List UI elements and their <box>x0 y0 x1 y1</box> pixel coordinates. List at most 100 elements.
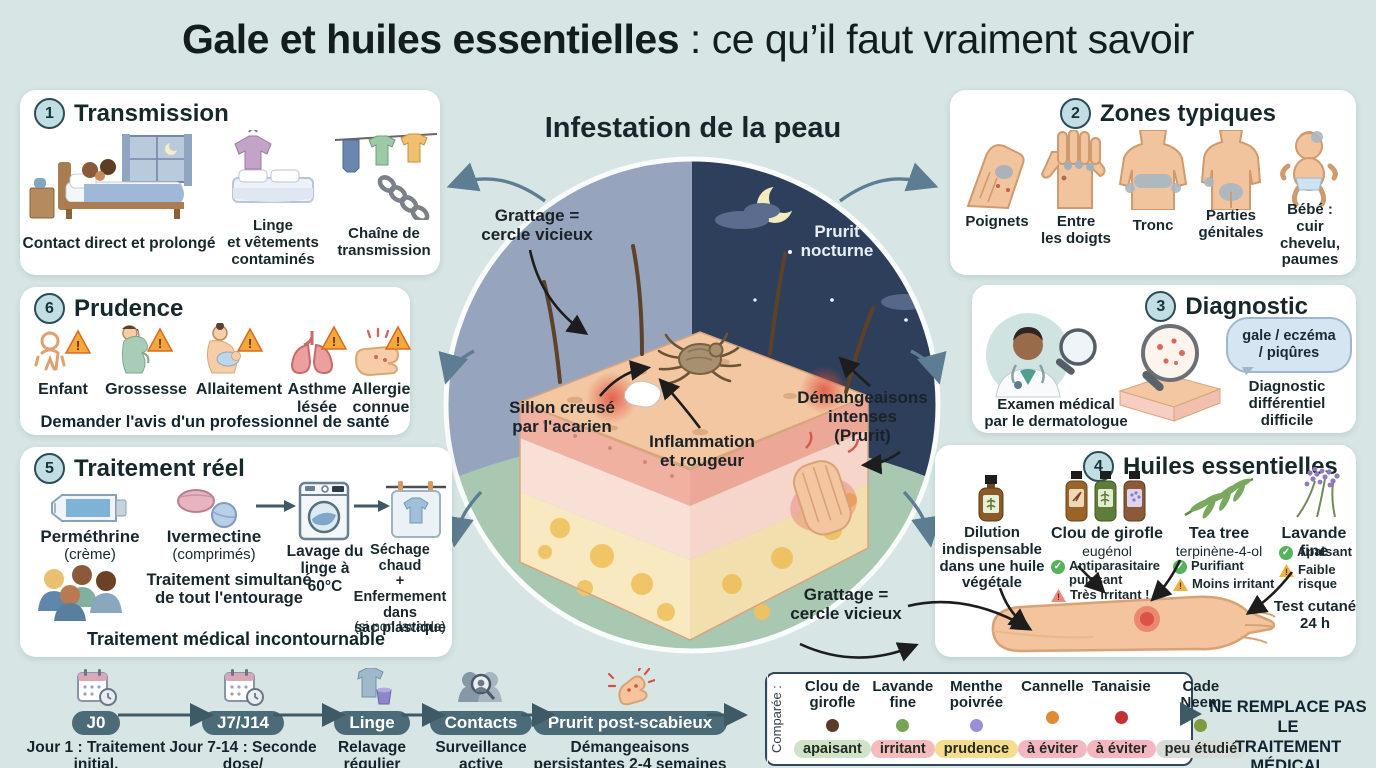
caption-permethrin: Perméthrine <box>40 527 140 546</box>
oil-color-dot <box>1114 710 1128 724</box>
card-transmission: 1 Transmission <box>20 90 440 275</box>
oil-chemotype-clove: eugénol <box>1082 543 1132 559</box>
child-warning-icon: ! <box>34 329 92 371</box>
oil-verdict-tag: irritant <box>870 740 935 758</box>
oil-name-teatree: Tea tree <box>1188 525 1250 542</box>
timeline-caption: Relavage régulier <box>337 739 407 768</box>
caption-wrists: Poignets <box>965 213 1029 230</box>
allergy-hand-warning-icon: ! <box>354 325 412 377</box>
plastic-bag-drying-icon <box>386 481 446 538</box>
lavender-icon <box>1296 467 1340 518</box>
caption-medical-exam: Examen médical par le dermatologue <box>984 396 1128 430</box>
timeline-step-linge: Linge Relavage régulier <box>322 667 422 768</box>
oil-comparison-table: Comparée : Clou de girofle apaisant Lava… <box>765 672 1247 766</box>
section-number-badge: 2 <box>1060 98 1091 129</box>
oil-verdict-tag: prudence <box>934 740 1019 758</box>
caption-contaminated-linen: Linge et vêtements contaminés <box>227 217 319 268</box>
timeline-caption: Jour 1 : Traitement initial, Désinfectio… <box>26 739 166 768</box>
baby-icon <box>1280 131 1338 207</box>
mite-illustration <box>657 332 742 385</box>
caption-ivermectin-form: (comprimés) <box>172 546 256 563</box>
calendar-clock-icon <box>224 669 264 706</box>
section-title: Transmission <box>74 99 229 127</box>
oil-risk-teatree: Moins irritant <box>1192 576 1275 591</box>
scratching-hand-illustration <box>790 460 857 536</box>
timeline-step-contacts: Contacts Surveillance active <box>426 668 536 768</box>
page-title: Gale et huiles essentielles : ce qu’il f… <box>0 16 1376 63</box>
oil-color-dot <box>1045 710 1059 724</box>
differential-bubble: gale / eczéma / piqûres <box>1226 317 1352 375</box>
timeline-step-j0: J0 Jour 1 : Traitement initial, Désinfec… <box>6 668 186 768</box>
medical-disclaimer: NE REMPLACE PAS LE TRAITEMENT MÉDICAL <box>1209 698 1367 768</box>
oil-color-dot <box>825 718 839 732</box>
check-icon: ✓ <box>1173 560 1187 574</box>
card-essential-oils: 4 Huiles essentielles <box>935 445 1356 657</box>
skin-magnifier-icon <box>1118 324 1222 422</box>
label-mite-burrow: Sillon creusé par l'acarien <box>509 398 615 437</box>
timeline-pill: Linge <box>334 711 410 735</box>
oil-name-clove: Clou de girofle <box>1051 525 1163 542</box>
timeline-caption: Jour 7-14 : Seconde dose/ application si… <box>169 739 317 768</box>
clove-oil-bottles-icon <box>1065 471 1146 522</box>
oil-verdict-tag: peu étudié <box>1155 740 1247 758</box>
comparison-column-lavender: Lavande fine irritant <box>870 678 935 758</box>
calendar-clock-icon <box>77 669 117 706</box>
caption-transmission-chain: Chaîne de transmission <box>337 225 431 259</box>
tea-tree-branch-icon <box>1184 477 1254 519</box>
section-title: Prudence <box>74 294 184 322</box>
caption-pregnancy: Grossesse <box>105 381 187 398</box>
label-scratch-vicious-circle-top: Grattage = cercle vicieux <box>481 206 593 245</box>
label-inflammation: Inflammation et rougeur <box>649 432 755 471</box>
timeline-pill: Prurit post-scabieux <box>532 711 728 735</box>
caption-baby-scalp-palms: Bébé : cuir chevelu, paumes <box>1279 201 1341 269</box>
comparison-column-cinnamon: Cannelle à éviter <box>1018 679 1087 758</box>
caption-skin-test: Test cutané 24 h <box>1273 598 1357 632</box>
oil-benefit-teatree: Purifiant <box>1191 558 1244 573</box>
between-fingers-icon <box>1040 130 1106 209</box>
warning-icon: ! <box>1279 564 1294 577</box>
page-title-emphasis: Gale et huiles essentielles <box>182 16 680 62</box>
caption-hot-drying-bag: Séchage chaud + Enfermement dans sac pla… <box>353 542 447 637</box>
trunk-icon <box>1118 130 1188 210</box>
transmission-chain-icon <box>335 133 437 220</box>
check-icon: ✓ <box>1051 560 1065 574</box>
oil-verdict-tag: à éviter <box>1018 740 1087 758</box>
cream-tube-icon <box>51 494 127 522</box>
comparison-column-tansy: Tanaisie à éviter <box>1086 679 1156 758</box>
comparison-side-label: Comparée : <box>767 674 790 764</box>
timeline-caption: Démangeaisons persistantes 2-4 semaines <box>533 739 727 768</box>
oil-verdict-tag: apaisant <box>794 740 871 758</box>
caption-asthma: Asthme lésée <box>287 381 347 416</box>
skin-test-arm-icon <box>991 595 1276 653</box>
treatment-footer: Traitement médical incontournable <box>86 629 386 649</box>
oil-column-name: Clou de girofle <box>804 678 860 711</box>
household-group-icon <box>38 565 122 621</box>
wrist-icon <box>966 144 1025 210</box>
svg-text:!: ! <box>76 338 80 353</box>
oil-benefit-clove: Antiparasitaire puissant <box>1069 558 1161 588</box>
caption-child: Enfant <box>38 381 88 398</box>
laundry-icon <box>357 667 392 705</box>
contaminated-linen-icon <box>232 130 314 203</box>
caption-if-not-washable: (si non lavable) <box>354 619 446 634</box>
oil-column-name: Menthe poivrée <box>949 678 1004 711</box>
section-title: Zones typiques <box>1100 99 1277 127</box>
svg-text:!: ! <box>248 336 252 351</box>
flow-arrow-icon <box>256 500 296 512</box>
contacts-watch-icon <box>458 672 502 702</box>
check-icon: ✓ <box>1279 546 1293 560</box>
warning-icon: ! <box>1173 578 1188 591</box>
breastfeeding-warning-icon: ! <box>206 323 264 374</box>
oil-chemotype-teatree: terpinène-4-ol <box>1175 543 1263 559</box>
oil-column-name: Lavande fine <box>872 678 934 711</box>
section-title: Diagnostic <box>1185 292 1308 320</box>
timeline-pill: J7/J14 <box>202 711 284 735</box>
section-number-badge: 1 <box>34 98 65 129</box>
oil-column-name: Cannelle <box>1021 678 1084 695</box>
caption-direct-contact: Contact direct et prolongé <box>22 235 216 252</box>
section-title: Huiles essentielles <box>1123 452 1338 480</box>
label-intense-itching: Démangeaisons intenses (Prurit) <box>797 388 928 446</box>
caution-footer: Demander l'avis d'un professionnel de sa… <box>40 413 390 431</box>
card-caution: 6 Prudence ! ! ! <box>20 287 412 435</box>
